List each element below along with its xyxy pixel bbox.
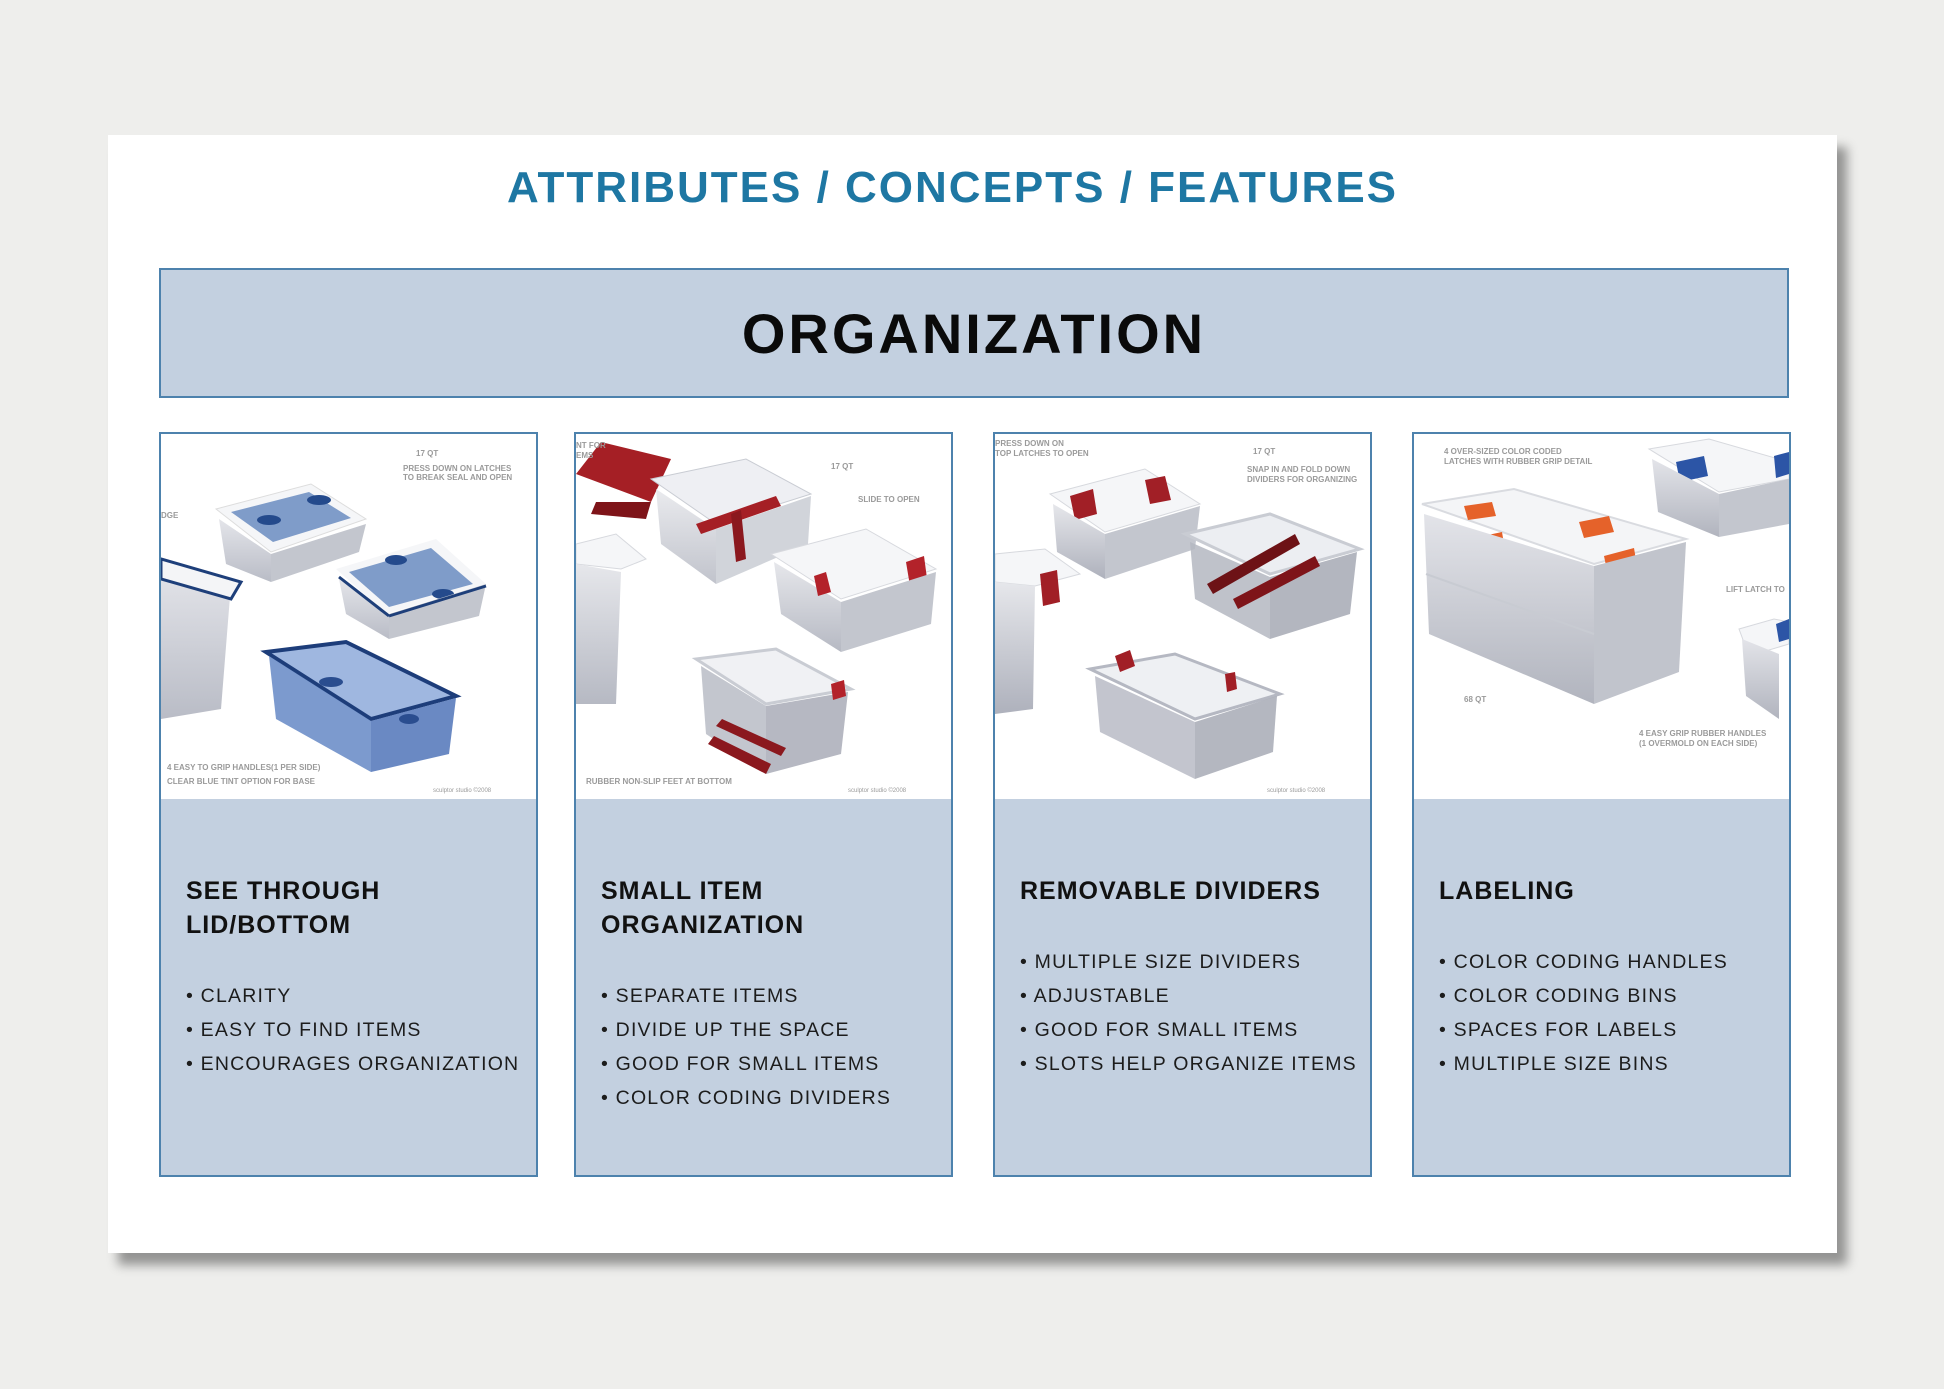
feature-list: CLARITY EASY TO FIND ITEMS ENCOURAGES OR… [186, 979, 531, 1081]
feature-item: ENCOURAGES ORGANIZATION [186, 1047, 531, 1081]
feature-item: SLOTS HELP ORGANIZE ITEMS [1020, 1047, 1365, 1081]
note-size: 17 QT [831, 462, 853, 471]
card-small-item-organization: NT FOR EMS 17 QT SLIDE TO OPEN RUBBER NO… [574, 432, 953, 1177]
feature-item: MULTIPLE SIZE DIVIDERS [1020, 945, 1365, 979]
note-over-1: 4 OVER-SIZED COLOR CODED [1444, 447, 1562, 456]
note-over-2: LATCHES WITH RUBBER GRIP DETAIL [1444, 457, 1593, 466]
feature-list: SEPARATE ITEMS DIVIDE UP THE SPACE GOOD … [601, 979, 946, 1115]
note-grip-1: 4 EASY GRIP RUBBER HANDLES [1639, 729, 1767, 738]
note-feet: RUBBER NON-SLIP FEET AT BOTTOM [586, 777, 732, 786]
note-grip-2: (1 OVERMOLD ON EACH SIDE) [1639, 739, 1758, 748]
feature-item: DIVIDE UP THE SPACE [601, 1013, 946, 1047]
note-handles: 4 EASY TO GRIP HANDLES(1 PER SIDE) [167, 763, 321, 772]
note-credit: sculptor studio ©2008 [848, 787, 907, 794]
feature-item: SPACES FOR LABELS [1439, 1013, 1784, 1047]
storage-bins-image: PRESS DOWN ON TOP LATCHES TO OPEN 17 QT … [995, 434, 1370, 799]
feature-list: MULTIPLE SIZE DIVIDERS ADJUSTABLE GOOD F… [1020, 945, 1365, 1081]
banner-title: ORGANIZATION [741, 301, 1207, 365]
note-lift: LIFT LATCH TO [1726, 585, 1785, 594]
feature-item: GOOD FOR SMALL ITEMS [601, 1047, 946, 1081]
feature-list: COLOR CODING HANDLES COLOR CODING BINS S… [1439, 945, 1784, 1081]
note-snap-1: SNAP IN AND FOLD DOWN [1247, 465, 1350, 474]
card-see-through: 17 QT PRESS DOWN ON LATCHES TO BREAK SEA… [159, 432, 538, 1177]
card-labeling: 4 OVER-SIZED COLOR CODED LATCHES WITH RU… [1412, 432, 1791, 1177]
card-title: REMOVABLE DIVIDERS [1020, 877, 1321, 905]
note-latch-2: TO BREAK SEAL AND OPEN [403, 473, 512, 482]
note-slide: SLIDE TO OPEN [858, 495, 920, 504]
note-press-1: PRESS DOWN ON [995, 439, 1064, 448]
feature-item: COLOR CODING DIVIDERS [601, 1081, 946, 1115]
storage-bins-image: 17 QT PRESS DOWN ON LATCHES TO BREAK SEA… [161, 434, 536, 799]
feature-item: MULTIPLE SIZE BINS [1439, 1047, 1784, 1081]
feature-item: SEPARATE ITEMS [601, 979, 946, 1013]
slide: ATTRIBUTES / CONCEPTS / FEATURES ORGANIZ… [108, 135, 1837, 1253]
feature-item: COLOR CODING HANDLES [1439, 945, 1784, 979]
feature-item: CLARITY [186, 979, 531, 1013]
note-latch: PRESS DOWN ON LATCHES [403, 464, 512, 473]
note-credit: sculptor studio ©2008 [1267, 787, 1326, 794]
note-edge: DGE [161, 511, 179, 520]
note-snap-2: DIVIDERS FOR ORGANIZING [1247, 475, 1357, 484]
note-size: 17 QT [1253, 447, 1275, 456]
card-removable-dividers: PRESS DOWN ON TOP LATCHES TO OPEN 17 QT … [993, 432, 1372, 1177]
page-heading: ATTRIBUTES / CONCEPTS / FEATURES [506, 163, 1399, 212]
note-cut-2: EMS [576, 451, 594, 460]
note-credit: sculptor studio ©2008 [433, 787, 492, 794]
note-cut-1: NT FOR [576, 441, 606, 450]
note-press-2: TOP LATCHES TO OPEN [995, 449, 1089, 458]
note-size: 68 QT [1464, 695, 1486, 704]
storage-bins-image: 4 OVER-SIZED COLOR CODED LATCHES WITH RU… [1414, 434, 1789, 799]
note-size: 17 QT [416, 449, 438, 458]
feature-item: EASY TO FIND ITEMS [186, 1013, 531, 1047]
card-title: SMALL ITEM ORGANIZATION [601, 877, 805, 939]
organization-banner: ORGANIZATION [159, 268, 1789, 398]
feature-item: ADJUSTABLE [1020, 979, 1365, 1013]
feature-item: COLOR CODING BINS [1439, 979, 1784, 1013]
card-title: LABELING [1439, 877, 1575, 905]
note-tint: CLEAR BLUE TINT OPTION FOR BASE [167, 777, 316, 786]
card-title: SEE THROUGH LID/BOTTOM [186, 877, 381, 939]
feature-item: GOOD FOR SMALL ITEMS [1020, 1013, 1365, 1047]
storage-bins-image: NT FOR EMS 17 QT SLIDE TO OPEN RUBBER NO… [576, 434, 951, 799]
